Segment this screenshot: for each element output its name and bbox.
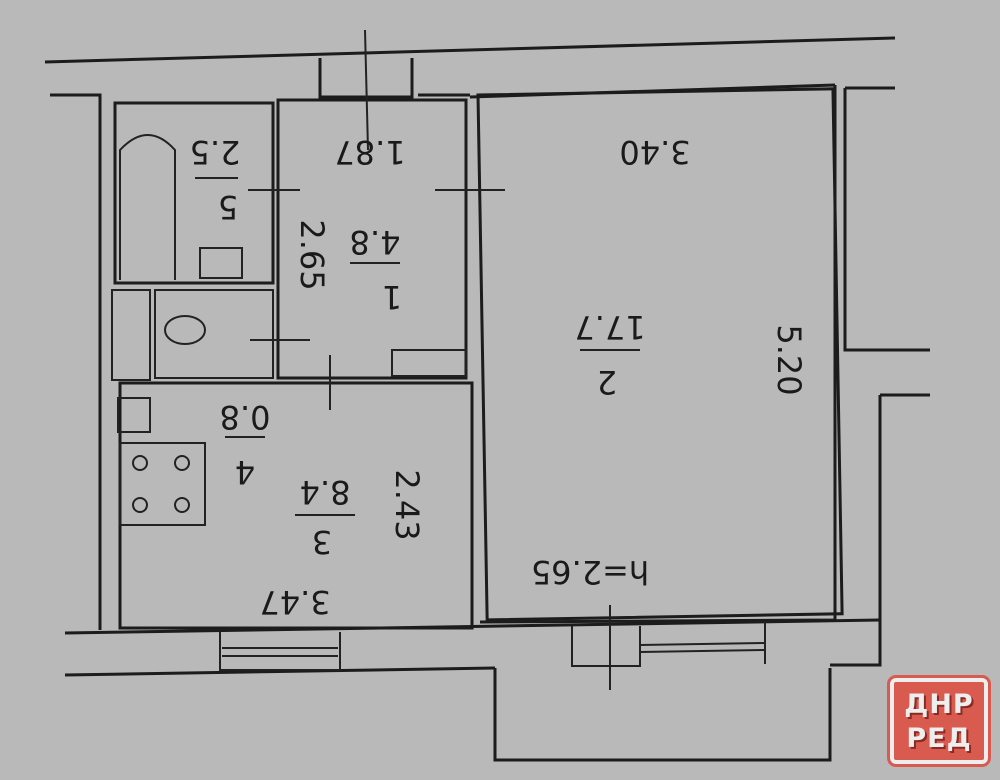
sink-icon <box>199 247 243 279</box>
ceiling-height: h=2.65 <box>531 553 649 591</box>
dim-2-65: 2.65 <box>293 219 331 290</box>
room3-area: 8.4 <box>300 473 351 511</box>
dim-2-43: 2.43 <box>388 469 426 540</box>
room2-number: 2 <box>597 363 617 401</box>
logo-line2: РЕД <box>906 723 972 754</box>
room4-area: 0.8 <box>220 398 271 436</box>
room2-area: 17.7 <box>574 308 645 346</box>
bathtub-icon <box>119 134 176 280</box>
dim-3-47: 3.47 <box>259 583 330 621</box>
toilet-icon <box>164 315 206 345</box>
room1-number: 1 <box>382 278 402 316</box>
dim-5-20: 5.20 <box>770 324 808 395</box>
walls <box>44 36 930 762</box>
logo-line1: ДНР <box>904 689 974 720</box>
dim-1-87: 1.87 <box>334 133 405 171</box>
room5-area: 2.5 <box>190 133 241 171</box>
stove-icon <box>119 442 206 526</box>
room4-number: 4 <box>235 453 255 491</box>
room5-number: 5 <box>218 188 238 226</box>
radiator-icon <box>391 349 467 377</box>
room1-area: 4.8 <box>350 223 401 261</box>
labels: 2.5 5 1.87 4.8 1 2.65 3.40 17.7 2 5.20 0… <box>190 133 808 621</box>
watermark-logo: ДНР РЕД <box>887 675 991 767</box>
radiator-icon <box>111 289 151 381</box>
dim-3-40: 3.40 <box>619 133 690 171</box>
interior-walls <box>111 29 844 690</box>
sink-icon <box>117 397 151 433</box>
room3-number: 3 <box>312 523 332 561</box>
